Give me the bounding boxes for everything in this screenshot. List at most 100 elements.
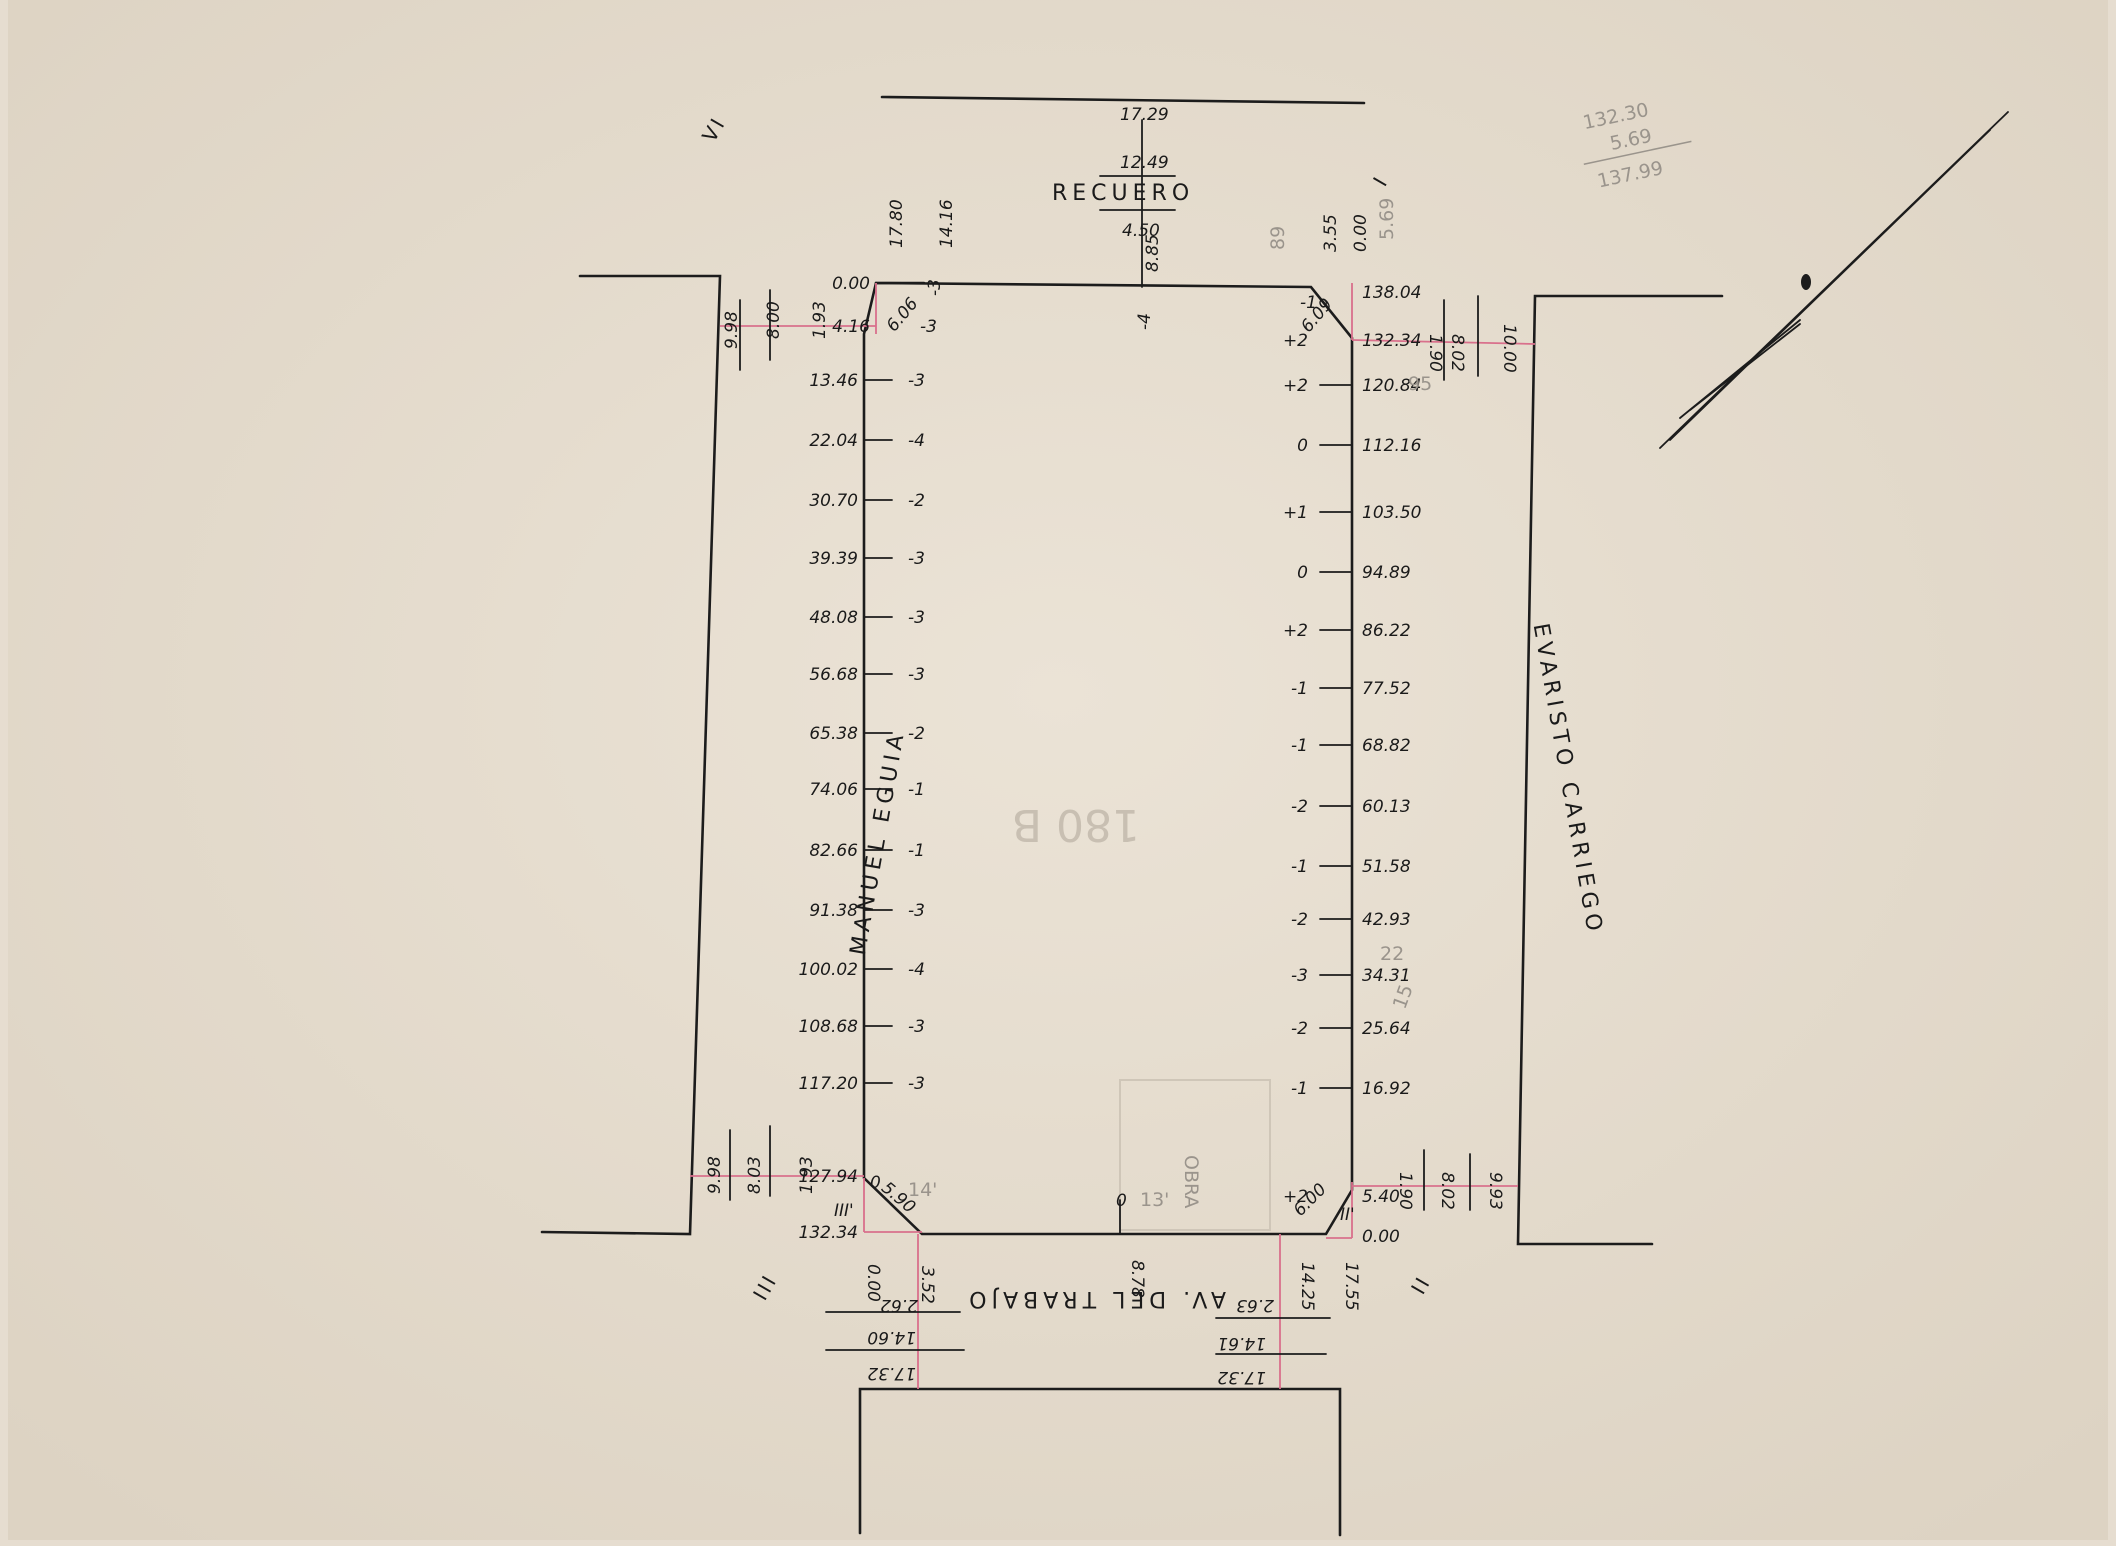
bottom-right-b: 17.55 (1341, 1262, 1361, 1311)
top-street-edge (880, 95, 1366, 105)
left-offset-bottom-b: 8.03 (745, 1156, 765, 1194)
bottom-annotations: 0 8.78 0.00 3.52 2.62 14.60 17.32 AV. DE… (825, 1179, 1361, 1387)
right-chain-level: +2 (1283, 376, 1308, 396)
right-chain-distance: 132.34 (1362, 331, 1421, 351)
top-pencil-b: 89 (1267, 226, 1289, 250)
right-chain-level: +2 (1283, 331, 1308, 351)
right-offset-top-a: 1.90 (1425, 334, 1445, 372)
top-mid-dim: 8.85 (1143, 234, 1163, 272)
right-chain: 138.04132.34+2120.84+2112.160103.50+194.… (1283, 283, 1422, 1247)
left-chain-distance: 56.68 (809, 665, 858, 685)
left-chain-distance: 65.38 (809, 724, 858, 744)
left-chain-distance: 4.16 (832, 317, 870, 337)
right-chain-distance: 42.93 (1362, 910, 1411, 930)
bottom-left-d: 14.60 (867, 1327, 916, 1347)
right-chain-level: -2 (1291, 797, 1308, 817)
right-chain-distance: 60.13 (1362, 797, 1411, 817)
left-chain-distance: 39.39 (809, 549, 858, 569)
right-chain-level: +1 (1283, 503, 1308, 523)
left-chain-level: -2 (908, 724, 925, 744)
left-chain-level: -1 (908, 780, 925, 800)
right-offset-bottom-a: 1.90 (1395, 1172, 1415, 1210)
bottom-right-c: 2.63 (1236, 1295, 1274, 1315)
left-chain-level: -3 (908, 901, 925, 921)
bottom-left-e: 17.32 (867, 1363, 916, 1383)
left-offset-bottom-c: 1.93 (797, 1156, 817, 1194)
left-chain-level: -2 (908, 491, 925, 511)
right-street-edge (1516, 294, 1724, 1246)
right-pencil-b: 22 (1380, 943, 1404, 965)
left-chamfer-top-level: -3 (925, 279, 945, 296)
right-offset-bottom-c: 9.93 (1485, 1172, 1505, 1210)
right-pencil-a: 95 (1408, 373, 1432, 395)
corner-III: III' (834, 1201, 854, 1221)
north-arrow (1659, 111, 2009, 449)
top-mid-level: -4 (1135, 313, 1155, 330)
right-chain-distance: 120.84 (1362, 376, 1421, 396)
faint-marks: 180 B OBRA (1012, 799, 1271, 1231)
right-chain-level: -1 (1291, 679, 1308, 699)
right-chain-distance: 0.00 (1362, 1227, 1400, 1247)
left-chamfer-bottom-level: 0 (870, 1173, 881, 1193)
left-chain-distance: 22.04 (809, 431, 858, 451)
bottom-right-d: 14.61 (1217, 1333, 1266, 1353)
faint-stamp: 180 B (1012, 799, 1140, 850)
top-right-b: 0.00 (1351, 214, 1371, 252)
top-part-a: 12.49 (1120, 153, 1169, 173)
left-chain-distance: 132.34 (799, 1223, 858, 1243)
right-offset-bottom-b: 8.02 (1437, 1172, 1457, 1210)
right-offset-top-b: 8.02 (1447, 334, 1467, 372)
right-chain-level: +2 (1283, 621, 1308, 641)
left-chain-distance: 108.68 (799, 1017, 859, 1037)
street-edges (540, 95, 1724, 1537)
top-left-a: 17.80 (887, 199, 907, 248)
top-pencil-a: 5.69 (1376, 198, 1398, 240)
left-chain-level: -4 (908, 431, 925, 451)
bottom-mid-dim: 8.78 (1127, 1260, 1147, 1298)
left-chain-level: -3 (908, 549, 925, 569)
left-offset-bottom-a: 9.98 (705, 1156, 725, 1194)
right-chain-distance: 25.64 (1362, 1019, 1411, 1039)
bottom-left-c: 2.62 (880, 1295, 918, 1315)
left-chain-distance: 127.94 (799, 1167, 858, 1187)
left-chain-level: -3 (908, 1017, 925, 1037)
right-chain-level: 0 (1297, 563, 1308, 583)
bottom-mid-level: 0 (1116, 1191, 1127, 1211)
red-lines (690, 283, 1536, 1389)
left-chain-level: -4 (908, 960, 925, 980)
left-offset-top-a: 9.98 (722, 311, 742, 349)
corner-II: II' (1340, 1205, 1355, 1225)
right-chain-level: -1 (1291, 857, 1308, 877)
top-width: 17.29 (1120, 105, 1169, 125)
bottom-right-a: 14.25 (1297, 1262, 1317, 1311)
left-chain-level: -3 (908, 665, 925, 685)
left-chain-distance: 100.02 (799, 960, 858, 980)
left-chain-distance: 74.06 (809, 780, 858, 800)
paper-background (8, 0, 2108, 1540)
bottom-right-e: 17.32 (1217, 1367, 1266, 1387)
street-name-bottom: AV. DEL TRABAJO (964, 1286, 1226, 1311)
left-chain-distance: 82.66 (809, 841, 858, 861)
right-chain-distance: 5.40 (1362, 1187, 1400, 1207)
bottom-left-a: 0.00 (863, 1264, 883, 1302)
block-outline (862, 281, 1354, 1236)
right-chamfer-top-level: -1 (1300, 293, 1317, 313)
bottom-street-edge (858, 1387, 1342, 1537)
right-chain-distance: 94.89 (1362, 563, 1411, 583)
right-chain-level: -2 (1291, 910, 1308, 930)
left-offset-top-c: 1.93 (810, 301, 830, 339)
right-chain-distance: 112.16 (1362, 436, 1422, 456)
bottom-pencil-a: 14' (908, 1179, 937, 1201)
right-chain-level: +2 (1283, 1187, 1308, 1207)
right-chain-distance: 16.92 (1362, 1079, 1411, 1099)
left-chain: 0.004.16-313.46-322.04-430.70-239.39-348… (799, 274, 937, 1243)
left-chain-distance: 117.20 (799, 1074, 858, 1094)
top-dimension: 17.29 12.49 RECUERO 4.50 8.85 -4 17.80 1… (887, 105, 1398, 330)
right-chain-distance: 138.04 (1362, 283, 1421, 303)
left-offset-top-b: 8.00 (764, 301, 784, 339)
block-boundary (862, 281, 1354, 1236)
bottom-left-b: 3.52 (917, 1266, 937, 1304)
left-chain-level: -3 (908, 371, 925, 391)
top-left-b: 14.16 (937, 199, 957, 248)
